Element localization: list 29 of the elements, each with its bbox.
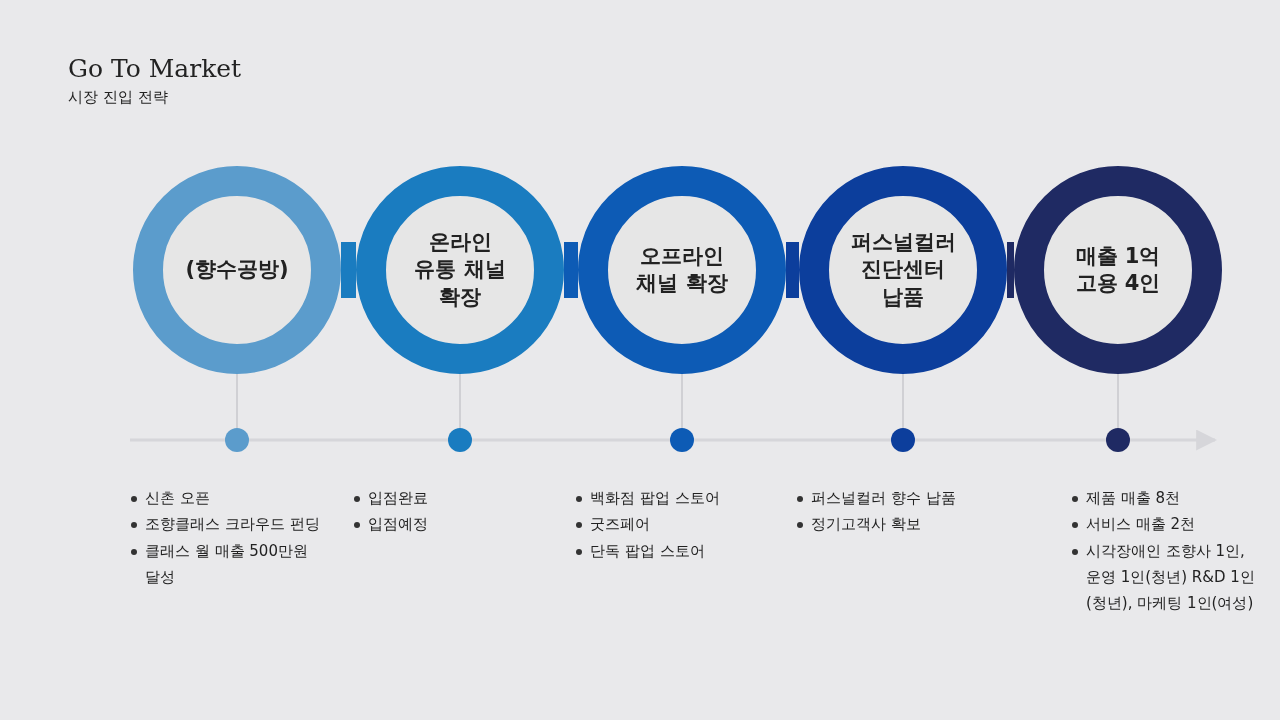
ring-label: (향수공방) <box>184 256 290 284</box>
bullet-text: 입점완료 <box>350 485 550 512</box>
timeline-dot <box>891 428 915 452</box>
bullet-text: 신촌 오픈 <box>127 485 327 512</box>
bullet-text: 클래스 월 매출 500만원 달성 <box>127 537 327 590</box>
bullet-text: 제품 매출 8천 <box>1068 485 1273 512</box>
bullet-text: 퍼스널컬러 향수 납품 <box>793 485 993 512</box>
timeline-dot <box>225 428 249 452</box>
bullet-text: 백화점 팝업 스토어 <box>572 485 772 512</box>
bullet-text: 정기고객사 확보 <box>793 511 993 538</box>
bullet-text: 시각장애인 조향사 1인, 운영 1인(청년) R&D 1인(청년), 마케팅 1인(여성) <box>1068 537 1273 617</box>
ring-label: 매출 1억 고용 4인 <box>1074 242 1162 297</box>
title: Go To Market <box>68 54 242 83</box>
ring-bridge <box>564 242 578 298</box>
timeline-dot <box>670 428 694 452</box>
ring-label: 오프라인 채널 확장 <box>635 242 729 297</box>
subtitle: 시장 진입 전략 <box>68 88 168 107</box>
bullet-text: 굿즈페어 <box>572 511 772 538</box>
ring-label: 온라인 유통 채널 확장 <box>413 229 507 311</box>
timeline-dot <box>448 428 472 452</box>
ring-bridge <box>1007 242 1014 298</box>
ring-label: 퍼스널컬러 진단센터 납품 <box>849 229 957 311</box>
bullet-text: 단독 팝업 스토어 <box>572 537 772 564</box>
timeline-dot <box>1106 428 1130 452</box>
ring-bridge <box>786 242 799 298</box>
bullet-text: 입점예정 <box>350 511 550 538</box>
ring-bridge <box>341 242 356 298</box>
bullet-text: 서비스 매출 2천 <box>1068 511 1273 538</box>
bullet-text: 조향클래스 크라우드 펀딩 <box>127 511 327 538</box>
